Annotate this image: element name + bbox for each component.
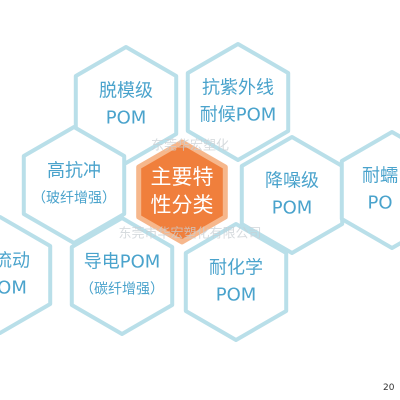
hex-wear-right-shape [339,130,400,250]
watermark-layer: 东莞华宏塑化 东莞市华宏塑化有限公司 [118,139,261,242]
hex-high-impact-label-1: 高抗冲 [47,161,101,182]
hex-center-label-2: 性分类 [151,193,214,217]
hex-uv-weather-shape [185,42,291,162]
hex-high-impact-label-2: （玻纤增强） [32,191,116,207]
hex-release-grade: 脱模级 POM [73,45,179,165]
hex-release-grade-label-2: POM [106,108,147,129]
hex-flow-left: 流动 OM [0,215,53,335]
hex-high-impact: 高抗冲 （玻纤增强） [21,125,127,245]
watermark-line1: 东莞华宏塑化 [151,139,229,154]
corner-text: 20 [383,383,395,393]
hex-low-noise-label-2: POM [272,198,313,219]
hex-wear-right-label-1: 耐蠕 [362,166,398,187]
hex-low-noise: 降噪级 POM [239,135,345,255]
hex-chemical-label-1: 耐化学 [209,258,263,279]
hex-wear-right: 耐蠕 PO [339,130,400,250]
hex-flow-left-label-2: OM [0,278,27,299]
hex-center-label-1: 主要特 [151,165,214,189]
hex-chemical: 耐化学 POM [183,222,289,342]
hex-center-shape [136,139,228,245]
hex-wear-right-label-2: PO [367,193,392,214]
hex-conductive-shape [69,216,175,336]
hex-high-impact-shape [21,125,127,245]
hex-conductive-label-1: 导电POM [84,252,161,273]
hex-chemical-shape [183,222,289,342]
hex-release-grade-label-1: 脱模级 [99,81,153,102]
hex-flow-left-label-1: 流动 [0,251,30,272]
hex-conductive-label-2: （碳纤增强） [80,282,164,298]
hex-uv-weather-label-2: 耐候POM [200,105,277,126]
hex-low-noise-label-1: 降噪级 [265,171,319,192]
hex-conductive: 导电POM （碳纤增强） [69,216,175,336]
hex-flow-left-shape [0,215,53,335]
hex-chemical-label-2: POM [216,285,257,306]
hex-uv-weather-label-1: 抗紫外线 [202,78,274,99]
watermark-line2: 东莞市华宏塑化有限公司 [118,226,261,242]
